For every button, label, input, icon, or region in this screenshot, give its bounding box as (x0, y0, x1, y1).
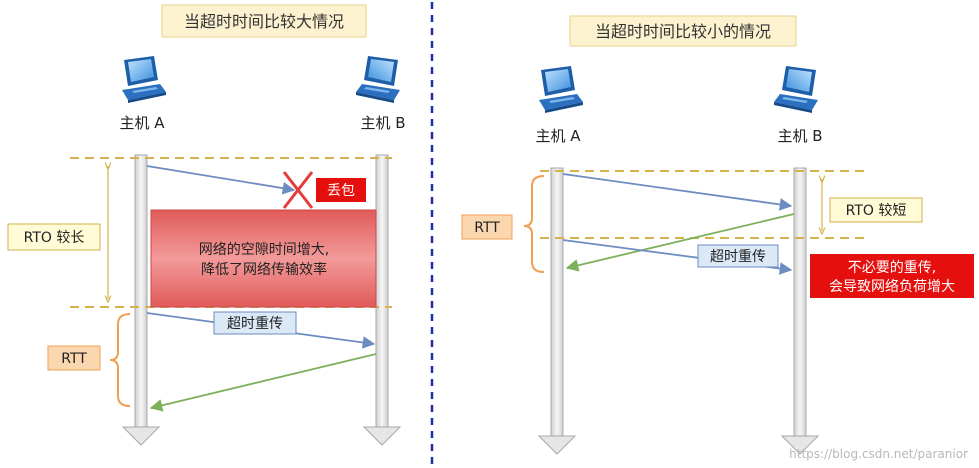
right-host-b-label: 主机 B (777, 127, 822, 145)
left-host-b-label: 主机 B (360, 114, 405, 132)
computer-icon-host-b-left (356, 56, 400, 103)
left-problem-line1: 网络的空隙时间增大, (199, 242, 329, 258)
right-ack-arrow (565, 213, 795, 272)
left-packet-arrow (146, 165, 296, 195)
right-retransmit-label: 超时重传 (710, 249, 766, 265)
right-rtt-label: RTT (474, 220, 500, 236)
computer-icon-host-a-right (539, 66, 583, 113)
left-title-box: 当超时时间比较大情况 (161, 4, 367, 38)
loss-x-icon (282, 171, 314, 209)
right-title: 当超时时间比较小的情况 (595, 22, 771, 41)
right-rto-box: RTO 较短 (829, 197, 923, 223)
left-timeline-a (121, 154, 161, 446)
computer-icon-host-a-left (122, 56, 166, 103)
right-problem-line2: 会导致网络负荷增大 (829, 279, 955, 295)
right-timeline-a (537, 167, 577, 455)
left-panel: 当超时时间比较大情况 主机 A 主机 B RTO 较长 (7, 4, 406, 446)
right-title-box: 当超时时间比较小的情况 (569, 15, 797, 47)
right-rtt-brace (523, 175, 545, 273)
left-rto-box: RTO 较长 (7, 223, 101, 251)
left-rtt-brace (109, 313, 131, 407)
watermark: https://blog.csdn.net/paranior (789, 447, 968, 461)
left-retransmit-box: 超时重传 (213, 311, 297, 335)
left-retransmit-label: 超时重传 (227, 316, 283, 332)
right-retransmit-box: 超时重传 (697, 244, 779, 268)
left-rtt-label: RTT (61, 351, 87, 367)
left-ack-arrow (149, 353, 377, 412)
right-packet-arrow (562, 173, 793, 211)
right-problem-line1: 不必要的重传, (848, 260, 936, 276)
loss-label: 丢包 (327, 183, 355, 199)
left-host-a-label: 主机 A (119, 114, 165, 132)
right-host-a-label: 主机 A (535, 127, 581, 145)
left-rtt-box: RTT (47, 345, 101, 371)
computer-icon-host-b-right (774, 66, 818, 113)
left-rto-label: RTO 较长 (24, 230, 85, 246)
left-problem-box: 网络的空隙时间增大, 降低了网络传输效率 (150, 209, 377, 308)
right-timeline-b (780, 167, 820, 455)
left-problem-line2: 降低了网络传输效率 (201, 261, 327, 278)
left-title: 当超时时间比较大情况 (184, 12, 344, 31)
right-rto-label: RTO 较短 (846, 203, 907, 219)
right-rtt-box: RTT (461, 214, 513, 240)
right-problem-box: 不必要的重传, 会导致网络负荷增大 (810, 254, 974, 298)
right-panel: 当超时时间比较小的情况 主机 A 主机 B RTO 较短 (461, 15, 974, 461)
loss-badge: 丢包 (316, 178, 366, 202)
